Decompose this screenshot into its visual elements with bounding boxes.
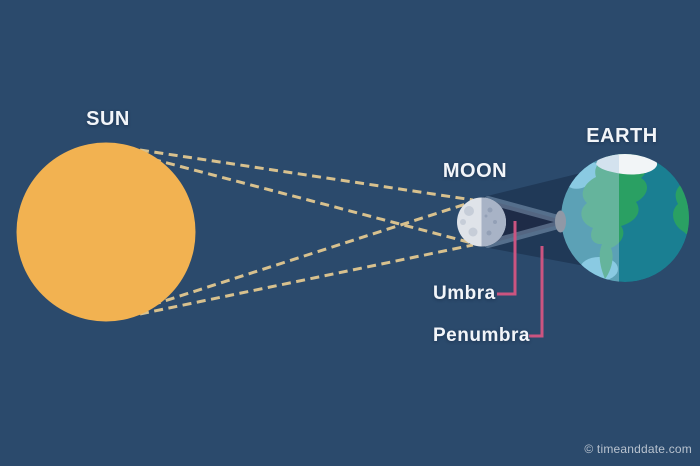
umbra-pointer-line (497, 221, 517, 296)
moon-label: MOON (442, 160, 508, 182)
credit-text: © timeanddate.com (584, 442, 692, 456)
moon-mare-3 (460, 219, 466, 225)
earth (561, 154, 689, 282)
penumbra-label: Penumbra (433, 325, 530, 346)
moon-crater-1 (487, 207, 493, 213)
penumbra-pointer-line (529, 246, 544, 338)
moon-crater-3 (486, 230, 492, 236)
sun-label: SUN (86, 108, 130, 130)
ray-bottom-inner (151, 200, 473, 307)
tangent-rays (139, 148, 474, 316)
earth-label: EARTH (586, 125, 658, 147)
moon (457, 197, 506, 247)
moon-mare-2 (468, 227, 478, 237)
moon-crater-4 (484, 214, 488, 218)
moon-crater-2 (493, 220, 497, 224)
umbra-label: Umbra (433, 283, 496, 304)
ray-bottom-outer (139, 243, 474, 316)
ray-top-inner (151, 157, 473, 245)
earth-continent-main (581, 154, 647, 279)
sun (16, 142, 196, 322)
umbra-shadow-spot (555, 210, 566, 233)
ray-top-outer (139, 148, 474, 202)
moon-mare-1 (464, 206, 474, 216)
